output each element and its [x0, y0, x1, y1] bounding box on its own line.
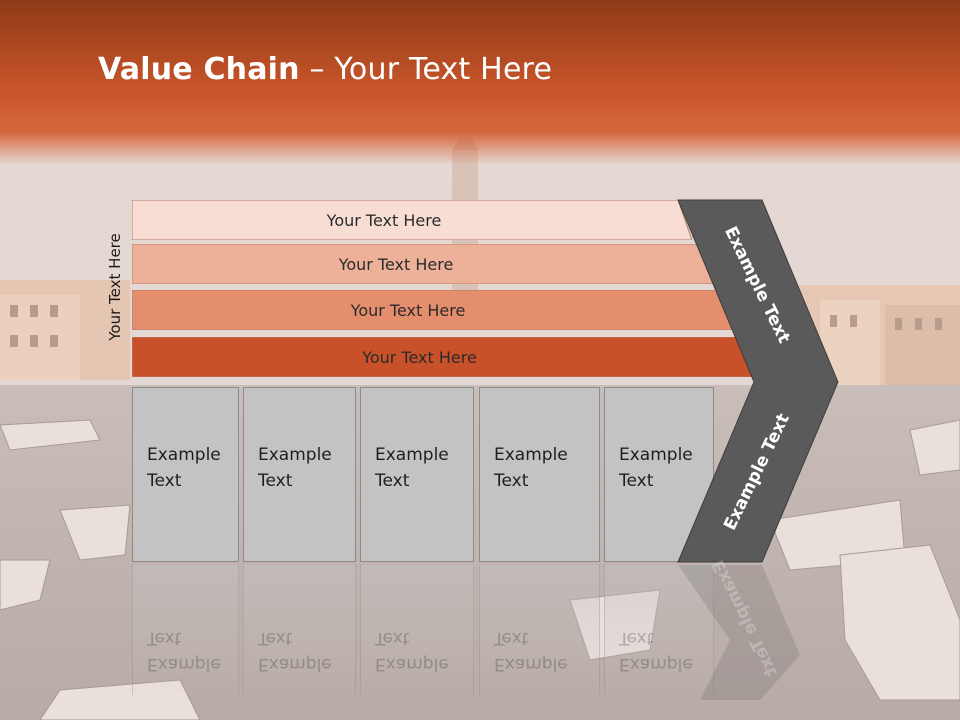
- primary-activity-reflection-text: Example Text: [147, 625, 221, 677]
- primary-activity-reflection-text: Example Text: [375, 625, 449, 677]
- slide-title: Value Chain – Your Text Here: [98, 52, 552, 87]
- primary-activity-line2: Text: [619, 471, 654, 491]
- primary-activity-line2: Text: [375, 471, 410, 491]
- primary-activity-line2: Text: [147, 471, 182, 491]
- primary-activity-reflection-text: Example Text: [494, 625, 568, 677]
- title-bold: Value Chain: [98, 52, 300, 87]
- primary-activity-line1: Example: [147, 445, 221, 465]
- reflection-line1: Example: [619, 654, 693, 674]
- primary-activity-line1: Example: [258, 445, 332, 465]
- primary-activity-line2: Text: [494, 471, 529, 491]
- primary-activity-line1: Example: [375, 445, 449, 465]
- primary-activity-reflection-2: Example Text: [243, 565, 356, 695]
- reflection-line2: Text: [258, 628, 293, 648]
- support-activities-label: Your Text Here: [106, 233, 124, 341]
- reflection-line2: Text: [147, 628, 182, 648]
- primary-activity-line1: Example: [619, 445, 693, 465]
- reflection-line1: Example: [494, 654, 568, 674]
- support-bar-shape: [132, 290, 740, 330]
- reflection-line2: Text: [375, 628, 410, 648]
- title-rest: – Your Text Here: [299, 52, 553, 87]
- primary-activity-reflection-4: Example Text: [479, 565, 600, 695]
- primary-activity-reflection-3: Example Text: [360, 565, 474, 695]
- reflection-line1: Example: [147, 654, 221, 674]
- reflection-line1: Example: [258, 654, 332, 674]
- primary-activity-reflection-text: Example Text: [258, 625, 332, 677]
- support-bar-1: Your Text Here: [132, 200, 692, 240]
- support-bar-3: Your Text Here: [132, 290, 740, 330]
- support-bar-shape: [132, 244, 716, 284]
- reflection-line1: Example: [375, 654, 449, 674]
- reflection-line2: Text: [619, 628, 654, 648]
- support-bar-label: Your Text Here: [326, 210, 442, 230]
- support-bar-shape: [132, 200, 692, 240]
- primary-activity-reflection-text: Example Text: [619, 625, 693, 677]
- support-bar-shape: [132, 337, 763, 377]
- primary-activity-reflection-1: Example Text: [132, 565, 239, 695]
- support-bar-label: Your Text Here: [338, 254, 454, 274]
- support-bar-2: Your Text Here: [132, 244, 716, 284]
- support-bar-label: Your Text Here: [350, 300, 466, 320]
- primary-activity-line1: Example: [494, 445, 568, 465]
- primary-activity-reflection-5: Example Text: [604, 565, 714, 695]
- support-bar-label: Your Text Here: [362, 347, 477, 367]
- reflection-line2: Text: [494, 628, 529, 648]
- support-bar-4: Your Text Here: [132, 337, 763, 377]
- primary-activity-line2: Text: [258, 471, 293, 491]
